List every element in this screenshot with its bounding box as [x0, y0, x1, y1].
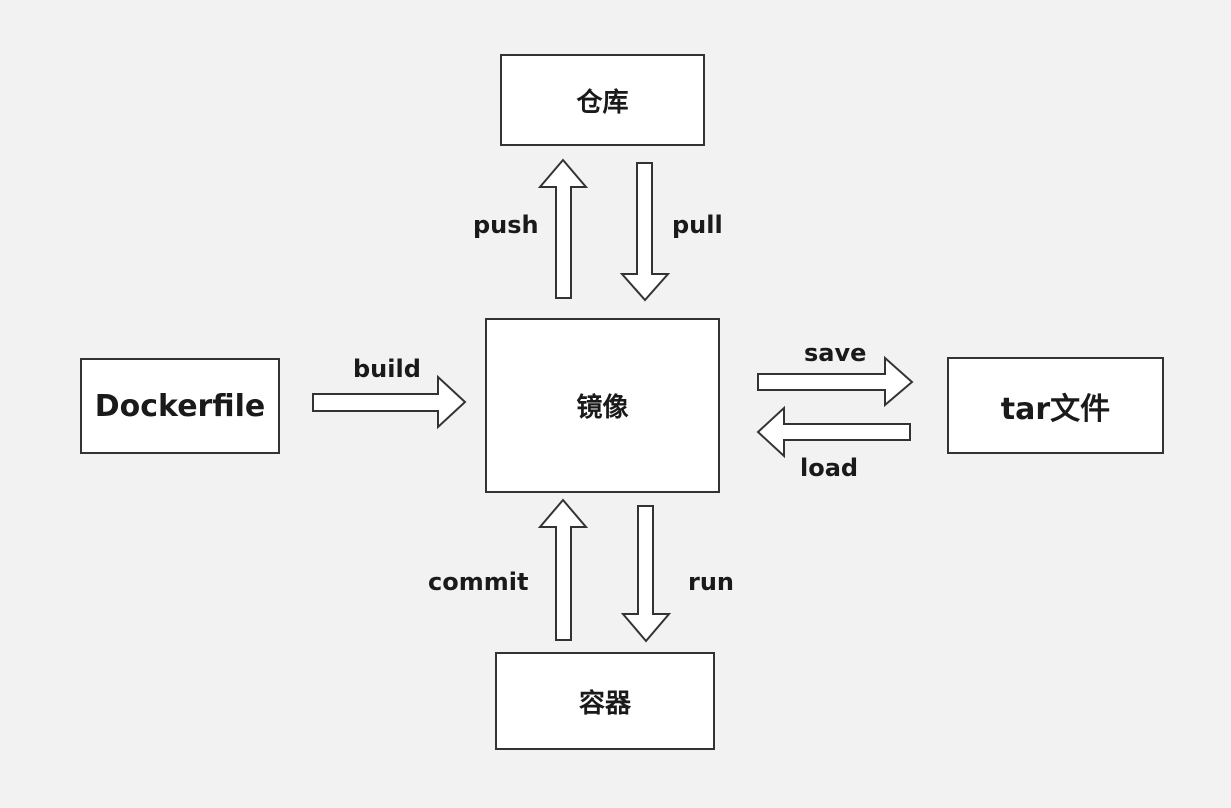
run-label: run — [688, 568, 735, 596]
image-node: 镜像 — [485, 318, 720, 493]
build-label: build — [353, 355, 421, 383]
tar-file-node: tar文件 — [947, 357, 1164, 454]
push-label: push — [473, 211, 539, 239]
pull-label: pull — [672, 211, 723, 239]
save-arrow — [757, 355, 914, 408]
container-node: 容器 — [495, 652, 715, 750]
dockerfile-node: Dockerfile — [80, 358, 280, 454]
pull-arrow — [619, 162, 671, 302]
repository-node: 仓库 — [500, 54, 705, 146]
run-arrow — [620, 505, 672, 643]
load-label: load — [800, 454, 859, 482]
commit-label: commit — [428, 568, 529, 596]
commit-arrow — [537, 498, 589, 641]
push-arrow — [537, 158, 589, 299]
load-arrow — [756, 405, 911, 459]
save-label: save — [804, 339, 867, 367]
build-arrow — [312, 374, 467, 430]
